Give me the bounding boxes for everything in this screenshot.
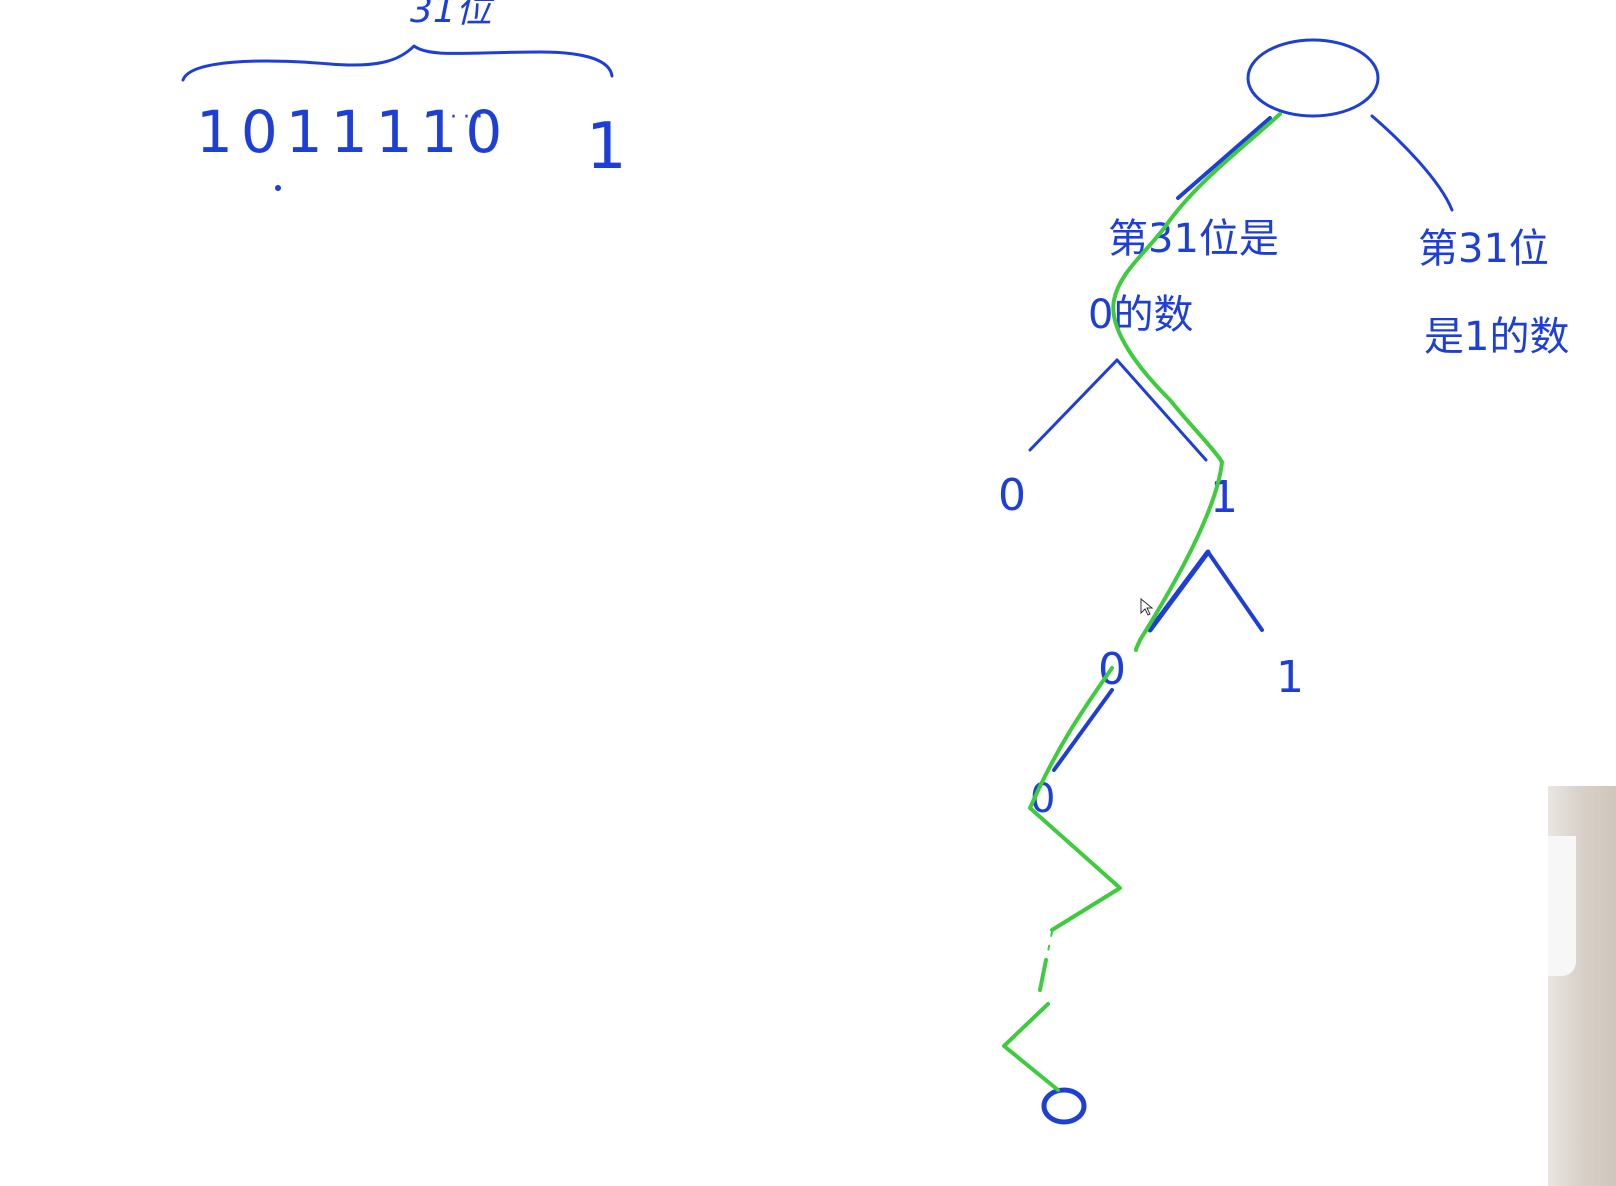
- webcam-person: [1548, 836, 1576, 976]
- edge-root-right: [1370, 114, 1454, 212]
- mouse-cursor-icon: [1140, 598, 1154, 616]
- left-branch-label-line1: 第31位是: [1108, 216, 1279, 262]
- search-path-highlight: [1002, 112, 1282, 1092]
- level3-right-node: 1: [1276, 652, 1304, 703]
- edge-l3-to-l4: [1052, 688, 1114, 772]
- binary-digits: 1011110: [196, 98, 510, 166]
- edge-l2-to-l3-left: [1147, 549, 1211, 633]
- edge-l2-to-l3-right: [1206, 550, 1264, 632]
- curly-brace: [181, 44, 614, 82]
- leaf-node: [1041, 1087, 1087, 1125]
- left-branch-label-line2: 0的数: [1088, 292, 1193, 338]
- brace-label: 31位: [410, 0, 495, 31]
- edge-l1-to-l2-right: [1115, 358, 1208, 462]
- edge-l1-to-l2-left: [1028, 358, 1119, 452]
- trie-diagram: 第31位是 0的数 第31位 是1的数 0 1 0 1 0 0: [998, 38, 1569, 1125]
- right-branch-label-line1: 第31位: [1418, 226, 1549, 272]
- search-path-dashed: [1037, 931, 1053, 1001]
- bit-marker-dot: [275, 185, 281, 191]
- right-branch-label-line2: 是1的数: [1424, 314, 1569, 360]
- edge-root-left: [1176, 116, 1272, 200]
- binary-number: 1011110 ······ 1: [196, 98, 627, 191]
- level2-left-node: 0: [998, 470, 1026, 521]
- binary-last-digit: 1: [586, 110, 627, 184]
- binary-ellipsis: ······: [424, 105, 502, 130]
- root-node: [1246, 38, 1380, 118]
- bit-width-annotation: 31位: [181, 0, 614, 82]
- webcam-overlay: [1548, 786, 1616, 1186]
